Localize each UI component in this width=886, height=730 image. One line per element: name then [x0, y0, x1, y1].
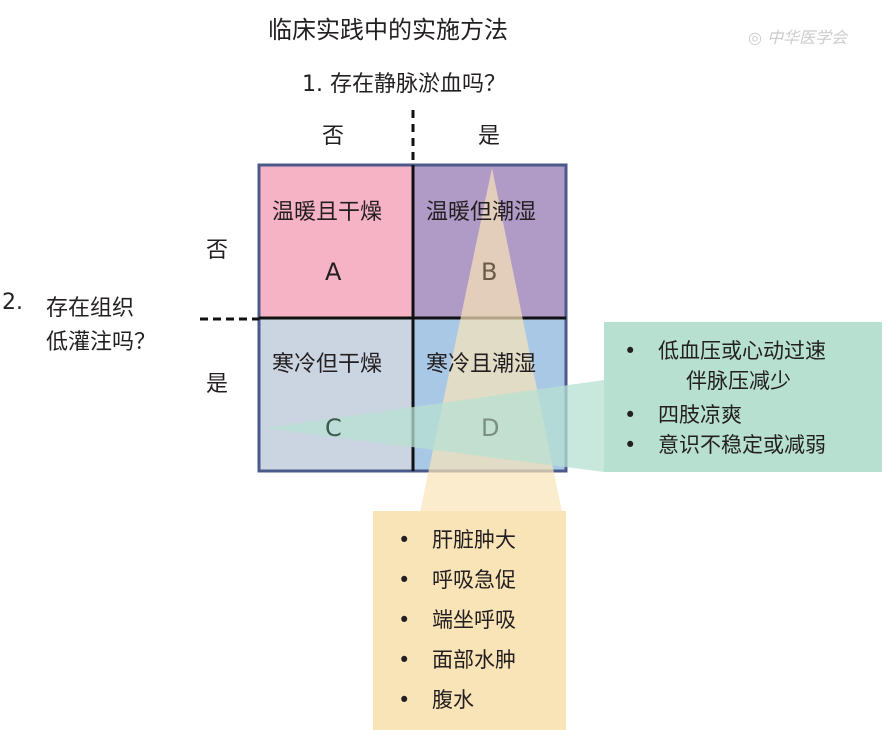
congestion-signs-list: 肝脏肿大 呼吸急促 端坐呼吸 面部水肿 腹水 [398, 520, 516, 720]
list-item: 肝脏肿大 [398, 520, 516, 560]
quadrant-d-label: 寒冷且潮湿 [426, 352, 537, 377]
quadrant-d-letter: D [481, 414, 500, 442]
question-2-line2: 低灌注吗？ [46, 330, 157, 355]
list-item: 低血压或心动过速 [624, 336, 826, 366]
row-label-no: 否 [206, 238, 229, 263]
list-item-continuation: 伴脉压减少 [686, 369, 791, 393]
col-label-yes: 是 [478, 124, 501, 149]
quadrant-c-letter: C [325, 414, 342, 442]
quadrant-b-label: 温暖但潮湿 [426, 200, 537, 225]
logo-text: 中华医学会 [767, 28, 848, 47]
list-item: 端坐呼吸 [398, 600, 516, 640]
list-item: 面部水肿 [398, 640, 516, 680]
quadrant-c-bg [260, 318, 413, 470]
hypoperfusion-signs-list: 低血压或心动过速 伴脉压减少 四肢凉爽 意识不稳定或减弱 [624, 336, 826, 460]
col-label-no: 否 [322, 124, 345, 149]
question-1: 1. 存在静脉淤血吗？ [302, 72, 506, 97]
logo-emblem-icon: ◎ [748, 28, 762, 47]
quadrant-c-label: 寒冷但干燥 [272, 352, 383, 377]
list-item: 四肢凉爽 [624, 400, 826, 430]
logo: ◎ 中华医学会 [748, 24, 847, 48]
hypoperfusion-beam [265, 380, 604, 472]
quadrant-a-label: 温暖且干燥 [272, 200, 383, 225]
list-item: 意识不稳定或减弱 [624, 430, 826, 460]
quadrant-b-letter: B [481, 258, 498, 286]
page-title: 临床实践中的实施方法 [268, 16, 508, 44]
question-2-number: 2. [2, 290, 23, 315]
list-item: 腹水 [398, 680, 516, 720]
question-2-line1: 存在组织 [46, 296, 135, 321]
quadrant-a-letter: A [325, 258, 342, 286]
list-item: 呼吸急促 [398, 560, 516, 600]
row-label-yes: 是 [206, 372, 229, 397]
quadrant-a-bg [260, 166, 413, 318]
